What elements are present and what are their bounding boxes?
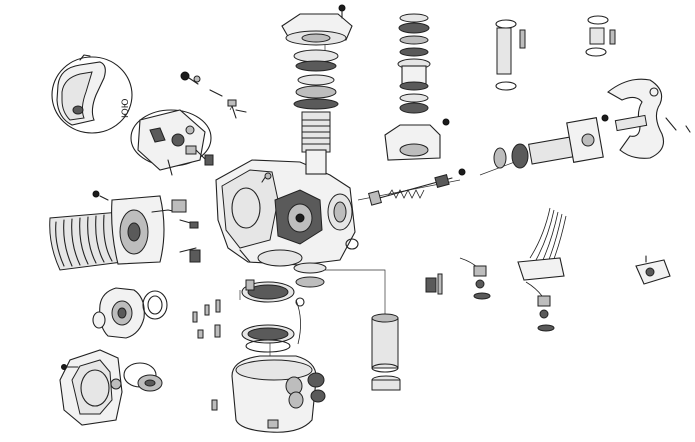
- terminal-compartment-housing: [231, 355, 326, 433]
- panel-glyph: ЮЮ: [121, 98, 131, 118]
- control-panel-plate: ЮЮ: [121, 98, 214, 176]
- spindle-spring-assembly: [368, 168, 466, 206]
- base-flange-cover: [59, 349, 163, 426]
- limit-switch-right: [525, 281, 555, 332]
- main-gearbox-housing: [215, 159, 359, 267]
- upper-control-board: [241, 279, 305, 345]
- motor-housing: [49, 190, 201, 271]
- limit-switch-left: [459, 257, 491, 300]
- wire-harness: [517, 207, 567, 281]
- manual-lever: [607, 78, 691, 159]
- bearing-stack-right: [384, 13, 450, 161]
- pin-set-top-right: [495, 15, 616, 91]
- lower-control-board: [241, 324, 295, 353]
- output-shaft-assembly: [493, 114, 609, 169]
- drive-shaft-vertical: [301, 111, 331, 175]
- terminal-clip: [425, 273, 443, 295]
- screw-set-top-left: [180, 71, 247, 119]
- top-flange-adapter: [281, 4, 353, 46]
- position-indicator-right: [635, 255, 671, 285]
- extension-tube: [371, 313, 401, 391]
- gland-cap: [92, 287, 168, 339]
- handwheel-cover: [51, 54, 133, 134]
- bearing-stack-vertical: [293, 49, 339, 110]
- bolt-set-lower-left: [192, 299, 221, 411]
- bearing-ring-centre: [293, 262, 327, 288]
